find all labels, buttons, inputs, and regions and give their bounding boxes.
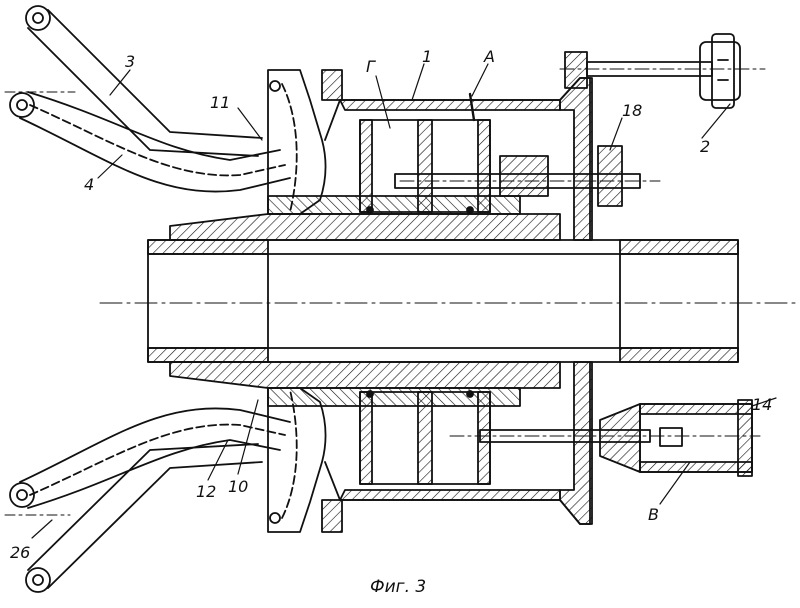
label-12: 12 bbox=[196, 482, 216, 501]
label-a: А bbox=[483, 47, 495, 66]
link-3 bbox=[26, 6, 262, 156]
lever-11-upper bbox=[268, 70, 326, 214]
label-26: 26 bbox=[10, 543, 30, 562]
label-4: 4 bbox=[84, 175, 94, 194]
figure-caption: Фиг. 3 bbox=[370, 577, 426, 597]
label-3: 3 bbox=[125, 52, 135, 71]
label-11: 11 bbox=[210, 93, 230, 112]
central-pipe bbox=[148, 240, 738, 362]
link-4 bbox=[5, 92, 290, 192]
label-14: 14 bbox=[752, 395, 772, 414]
label-1: 1 bbox=[422, 47, 432, 66]
label-2: 2 bbox=[700, 137, 710, 156]
label-b: В bbox=[648, 505, 659, 524]
label-18: 18 bbox=[622, 101, 642, 120]
label-g: Г bbox=[366, 57, 376, 76]
link-lower-b bbox=[5, 444, 262, 592]
lever-12-lower bbox=[268, 388, 326, 532]
label-10: 10 bbox=[228, 477, 248, 496]
cylinder-b bbox=[600, 400, 752, 476]
